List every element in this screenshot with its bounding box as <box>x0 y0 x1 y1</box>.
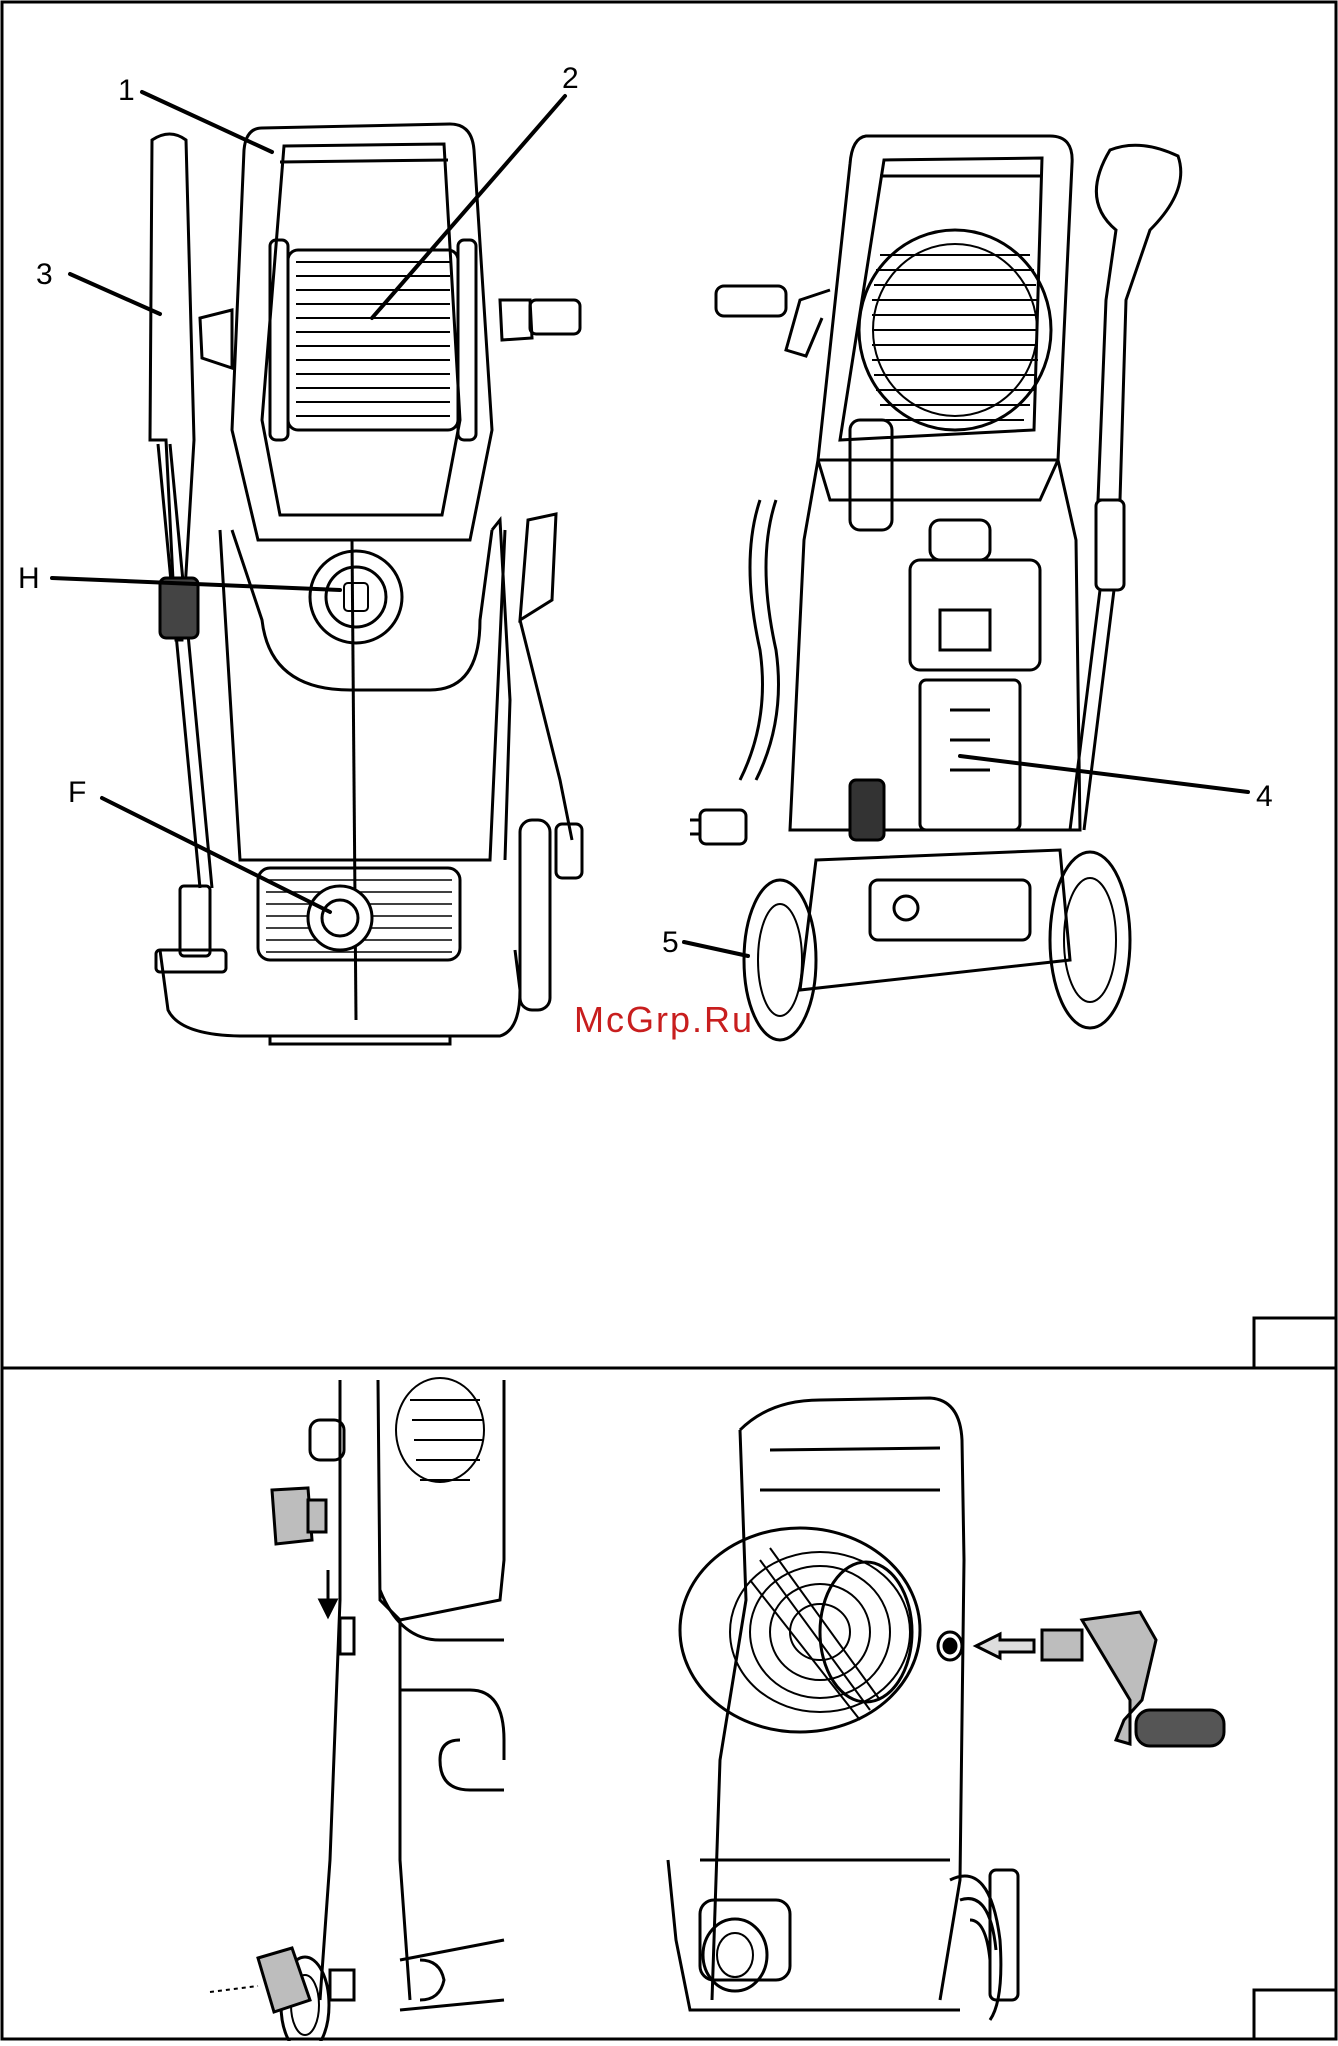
corner-box-top <box>1254 1318 1336 1368</box>
callout-label-H: H <box>18 562 40 595</box>
callout-label-4: 4 <box>1256 780 1273 813</box>
leader-line-4 <box>960 756 1248 792</box>
callout-label-2: 2 <box>562 62 579 95</box>
leader-line-F <box>102 798 330 912</box>
leader-line-5 <box>684 942 748 956</box>
mounting-side-view-drawing <box>210 1378 504 2041</box>
corner-box-bottom <box>1254 1990 1336 2039</box>
callout-label-5: 5 <box>662 926 679 959</box>
rear-view-drawing <box>690 136 1181 1040</box>
callout-label-F: F <box>68 776 86 809</box>
callout-label-3: 3 <box>36 258 53 291</box>
watermark-text: McGrp.Ru <box>574 999 754 1040</box>
crank-assembly-drawing <box>668 1398 1224 2020</box>
leader-line-3 <box>70 274 160 314</box>
leader-line-2 <box>372 96 565 318</box>
leader-line-1 <box>142 92 272 152</box>
callout-label-1: 1 <box>118 74 135 107</box>
